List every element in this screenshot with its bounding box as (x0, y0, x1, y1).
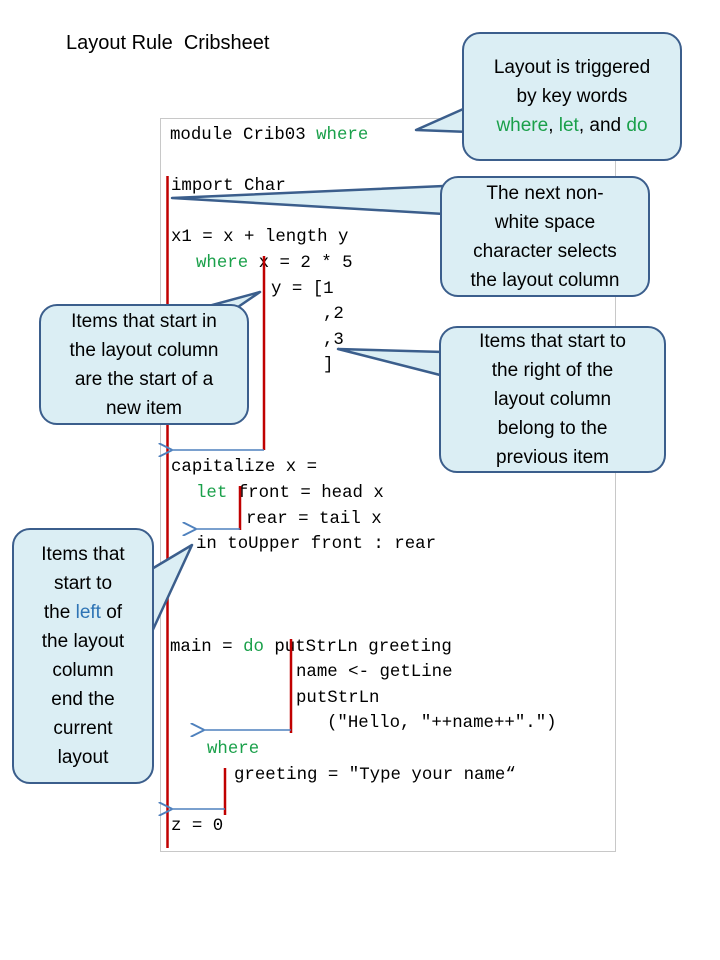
callout-pointer (148, 543, 194, 638)
callout-next-non-white: The next non- white space character sele… (440, 176, 650, 297)
code-line-putstrln: putStrLn (296, 689, 380, 708)
code-line-in: in toUpper front : rear (196, 535, 437, 554)
code-line-name: name <- getLine (296, 663, 453, 682)
code-line-capitalize: capitalize x = (171, 458, 318, 477)
callout-pointer (336, 347, 446, 378)
code-line-hello: ("Hello, "++name++".") (327, 714, 557, 733)
code-line-where-main: where (207, 740, 260, 759)
code-line-let-front: let front = head x (196, 484, 384, 503)
keyword-let: let (196, 484, 228, 503)
callout-start-right: Items that start to the right of the lay… (439, 326, 666, 473)
keyword-where: where (196, 254, 249, 273)
code-line-x1: x1 = x + length y (171, 228, 349, 247)
code-line-main: main = do putStrLn greeting (170, 638, 452, 657)
callout-layout-triggered: Layout is triggered by key words where, … (462, 32, 682, 161)
code-line-greeting: greeting = "Type your name“ (234, 766, 516, 785)
code-line-module: module Crib03 where (170, 126, 369, 145)
code-line-z: z = 0 (171, 817, 224, 836)
code-line-import: import Char (171, 177, 286, 196)
callout-start-in-column: Items that start in the layout column ar… (39, 304, 249, 425)
code-line-bracket: ] (323, 356, 334, 375)
code-line-3: ,3 (323, 331, 344, 350)
code-line-rear: rear = tail x (246, 510, 382, 529)
callout-pointer (170, 184, 446, 216)
code-panel (160, 118, 616, 852)
code-line-y: y = [1 (271, 280, 334, 299)
callout-start-left: Items that start to the left of the layo… (12, 528, 154, 784)
page-title: Layout Rule Cribsheet (66, 32, 270, 54)
keyword-do: do (243, 638, 264, 657)
code-line-2: ,2 (323, 305, 344, 324)
keyword-where: where (316, 126, 369, 145)
